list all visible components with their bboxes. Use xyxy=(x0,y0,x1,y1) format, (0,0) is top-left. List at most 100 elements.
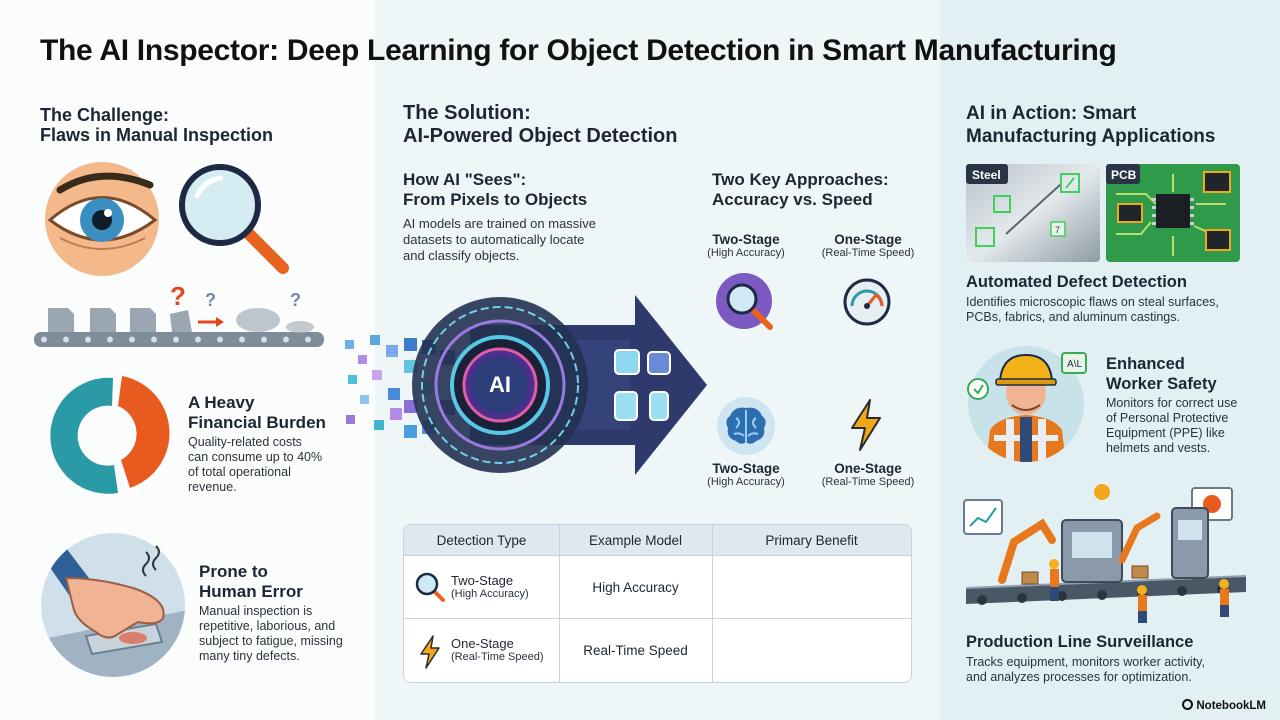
approach-one-stage-bottom-sub: (Real-Time Speed) xyxy=(821,476,915,488)
detection-table: Detection Type Example Model Primary Ben… xyxy=(403,524,912,683)
worker-safety-icon: A\L xyxy=(967,346,1087,462)
financial-text-line4: revenue. xyxy=(188,480,237,494)
steel-surface-image: Steel 7 xyxy=(966,164,1100,262)
approach-one-stage-top: One-Stage (Real-Time Speed) xyxy=(812,232,924,259)
challenge-heading-line1: The Challenge: xyxy=(40,105,170,125)
sees-text-line3: and classify objects. xyxy=(403,248,520,263)
error-text-line3: subject to fatigue, missing xyxy=(199,634,343,648)
defect-text-line2: PCBs, fabrics, and aluminum castings. xyxy=(966,310,1180,324)
safety-title-line1: Enhanced xyxy=(1106,355,1185,373)
table-row: Two-Stage (High Accuracy) xyxy=(451,573,529,600)
table-header-model: Example Model xyxy=(588,533,683,548)
worker-badge: A\L xyxy=(1067,359,1082,370)
svg-text:?: ? xyxy=(170,281,186,311)
solution-heading-line2: AI-Powered Object Detection xyxy=(403,125,678,147)
surveillance-title: Production Line Surveillance xyxy=(966,633,1194,651)
table-divider xyxy=(712,525,713,682)
page-title: The AI Inspector: Deep Learning for Obje… xyxy=(40,34,1117,67)
table-header xyxy=(404,525,911,556)
sees-title-line1: How AI "Sees": xyxy=(403,170,527,189)
safety-text-line1: Monitors for correct use xyxy=(1106,396,1238,410)
safety-text: Monitors for correct use of Personal Pro… xyxy=(1106,396,1237,456)
safety-title: Enhanced Worker Safety xyxy=(1106,354,1217,394)
defect-text-line1: Identifies microscopic flaws on steal su… xyxy=(966,295,1219,309)
safety-text-line3: Equipment (PPE) like xyxy=(1106,426,1225,440)
table-row-type-sub: (High Accuracy) xyxy=(451,588,529,600)
table-lightning-icon xyxy=(420,635,440,669)
table-header-type: Detection Type xyxy=(436,533,527,548)
table-row-divider xyxy=(404,618,911,619)
pcb-image: PCB xyxy=(1106,164,1240,262)
brain-icon xyxy=(717,397,775,455)
defect-title: Automated Defect Detection xyxy=(966,273,1187,291)
financial-title-line1: A Heavy xyxy=(188,393,255,412)
safety-title-line2: Worker Safety xyxy=(1106,375,1217,393)
table-row-model: High Accuracy xyxy=(592,580,679,595)
watermark-text: NotebookLM xyxy=(1196,700,1266,712)
sees-text: AI models are trained on massive dataset… xyxy=(403,216,596,264)
defect-text: Identifies microscopic flaws on steal su… xyxy=(966,295,1219,325)
table-row-type: One-Stage xyxy=(451,636,514,651)
table-row-type: Two-Stage xyxy=(451,573,514,588)
solution-heading-line1: The Solution: xyxy=(403,102,531,124)
error-text-line4: many tiny defects. xyxy=(199,649,300,663)
approach-two-stage-top-sub: (High Accuracy) xyxy=(707,247,785,259)
approach-two-stage-bottom: Two-Stage (High Accuracy) xyxy=(690,461,802,488)
sees-title: How AI "Sees": From Pixels to Objects xyxy=(403,170,587,210)
table-header-benefit: Primary Benefit xyxy=(765,533,858,548)
svg-text:?: ? xyxy=(290,290,301,310)
table-magnifier-icon xyxy=(415,572,445,602)
error-text: Manual inspection is repetitive, laborio… xyxy=(199,604,343,664)
safety-text-line2: of Personal Protective xyxy=(1106,411,1229,425)
action-heading-line1: AI in Action: Smart xyxy=(966,103,1137,124)
ai-pixels-to-objects-graphic: AI xyxy=(345,295,707,475)
surveillance-text-line2: and analyzes processes for optimization. xyxy=(966,670,1192,684)
pcb-tag: PCB xyxy=(1111,168,1137,182)
table-row-type-sub: (Real-Time Speed) xyxy=(451,651,544,663)
sees-title-line2: From Pixels to Objects xyxy=(403,190,588,209)
ai-core-label: AI xyxy=(489,372,511,397)
approach-one-stage-top-sub: (Real-Time Speed) xyxy=(821,247,915,259)
error-title: Prone to Human Error xyxy=(199,562,303,602)
challenge-heading-line2: Flaws in Manual Inspection xyxy=(40,125,274,145)
sees-text-line1: AI models are trained on massive xyxy=(403,216,596,231)
table-row: One-Stage (Real-Time Speed) xyxy=(451,636,544,663)
donut-chart-icon xyxy=(50,376,170,494)
svg-text:?: ? xyxy=(205,290,216,310)
surveillance-text-line1: Tracks equipment, monitors worker activi… xyxy=(966,655,1205,669)
approaches-title-line2: Accuracy vs. Speed xyxy=(712,190,873,209)
magnifier-icon xyxy=(179,164,289,274)
sees-text-line2: datasets to automatically locate xyxy=(403,232,585,247)
factory-line-illustration xyxy=(963,484,1247,623)
conveyor-belt-icon: ? ? ? xyxy=(34,281,324,347)
table-row-model: Real-Time Speed xyxy=(583,643,688,658)
approaches-title-line1: Two Key Approaches: xyxy=(712,170,889,189)
watermark: NotebookLM xyxy=(1182,699,1266,712)
accuracy-magnifier-icon xyxy=(716,273,773,330)
steel-tag: Steel xyxy=(972,168,1001,182)
approach-two-stage-bottom-sub: (High Accuracy) xyxy=(707,476,785,488)
financial-title-line2: Financial Burden xyxy=(188,413,326,432)
challenge-heading: The Challenge: Flaws in Manual Inspectio… xyxy=(40,105,273,145)
approach-one-stage-bottom: One-Stage (Real-Time Speed) xyxy=(812,461,924,488)
approaches-title: Two Key Approaches: Accuracy vs. Speed xyxy=(712,170,889,210)
financial-text: Quality-related costs can consume up to … xyxy=(188,435,322,495)
lightning-icon xyxy=(851,399,881,451)
eye-icon xyxy=(45,162,159,276)
error-text-line1: Manual inspection is xyxy=(199,604,313,618)
error-title-line1: Prone to xyxy=(199,562,268,581)
solution-heading: The Solution: AI-Powered Object Detectio… xyxy=(403,102,678,148)
steel-box-label: 7 xyxy=(1055,225,1060,235)
approach-one-stage-top-name: One-Stage xyxy=(834,232,902,247)
speedometer-icon xyxy=(843,278,891,326)
financial-text-line3: of total operational xyxy=(188,465,291,479)
approach-two-stage-top: Two-Stage (High Accuracy) xyxy=(690,232,802,259)
error-title-line2: Human Error xyxy=(199,582,303,601)
approach-two-stage-bottom-name: Two-Stage xyxy=(712,461,780,476)
action-heading-line2: Manufacturing Applications xyxy=(966,126,1216,147)
surveillance-text: Tracks equipment, monitors worker activi… xyxy=(966,655,1205,685)
hand-icon xyxy=(41,533,185,677)
safety-text-line4: helmets and vests. xyxy=(1106,441,1211,455)
approach-two-stage-top-name: Two-Stage xyxy=(712,232,780,247)
financial-text-line1: Quality-related costs xyxy=(188,435,302,449)
